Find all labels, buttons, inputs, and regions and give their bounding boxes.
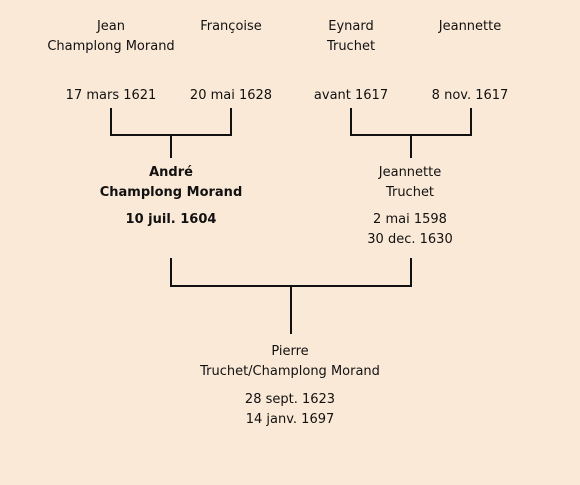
maternal-grandmother-name: Jeannette bbox=[438, 19, 502, 34]
father-date: 10 juil. 1604 bbox=[125, 212, 217, 227]
mother-dates: 2 mai 1598 30 dec. 1630 bbox=[367, 212, 453, 247]
subject-name: Pierre Truchet/Champlong Morand bbox=[200, 344, 380, 379]
subject-dates: 28 sept. 1623 14 janv. 1697 bbox=[244, 392, 336, 427]
paternal-grandfather-name: Jean Champlong Morand bbox=[47, 19, 175, 54]
maternal-grandfather-date: avant 1617 bbox=[313, 88, 389, 103]
paternal-grandfather-date: 17 mars 1621 bbox=[65, 88, 157, 103]
paternal-grandmother-date: 20 mai 1628 bbox=[189, 88, 273, 103]
father-name: André Champlong Morand bbox=[99, 165, 243, 200]
connector-parents bbox=[170, 258, 412, 334]
maternal-grandfather-name: Eynard Truchet bbox=[326, 19, 376, 54]
connector-paternal-grandparents bbox=[110, 108, 232, 158]
connector-maternal-grandparents bbox=[350, 108, 472, 158]
paternal-grandmother-name: Françoise bbox=[200, 19, 262, 34]
maternal-grandmother-date: 8 nov. 1617 bbox=[431, 88, 509, 103]
mother-name: Jeannette Truchet bbox=[378, 165, 442, 200]
